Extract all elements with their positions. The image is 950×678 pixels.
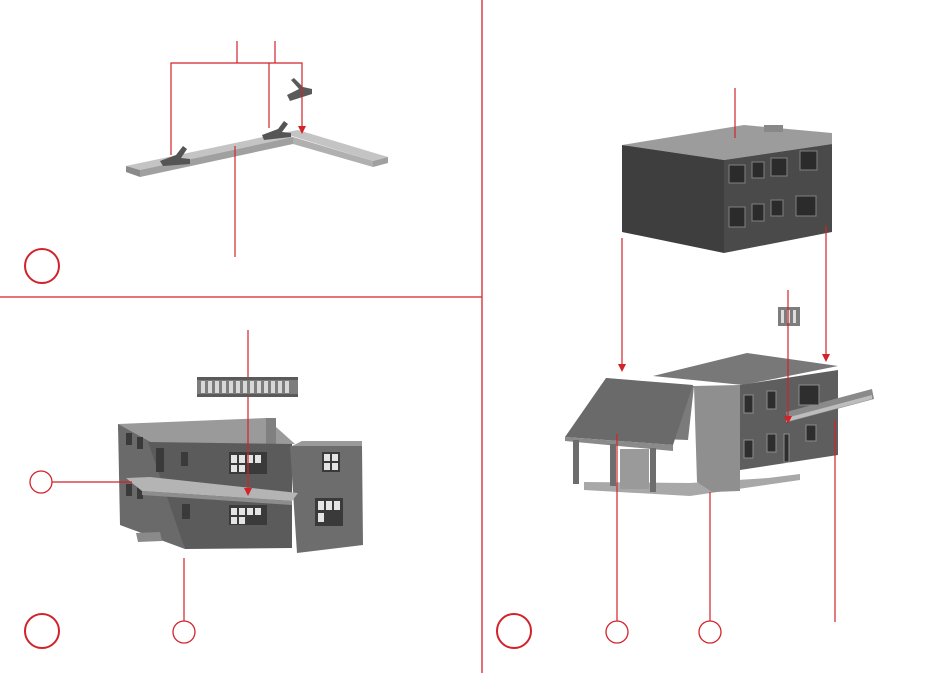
lower-storey-building xyxy=(565,353,874,496)
arrowhead xyxy=(618,364,626,372)
callout-circle xyxy=(30,471,52,493)
clip-part-center xyxy=(262,121,291,140)
callout-circle xyxy=(606,621,628,643)
base-plate-part xyxy=(126,130,388,177)
panel-top-left xyxy=(25,41,388,283)
building-model-stage-2 xyxy=(118,418,363,553)
callout-circle xyxy=(699,621,721,643)
upper-storey-part xyxy=(622,125,832,253)
arrowhead xyxy=(822,354,830,362)
railing-part xyxy=(197,377,298,397)
callout-circle xyxy=(173,621,195,643)
step-marker-panel-3 xyxy=(497,614,531,648)
panel-dividers xyxy=(0,0,482,673)
clip-part-detached xyxy=(287,78,312,101)
small-railing-part xyxy=(778,307,800,326)
step-marker-panel-1 xyxy=(25,249,59,283)
step-marker-panel-2 xyxy=(25,614,59,648)
panel-right xyxy=(497,88,874,648)
panel-bottom-left xyxy=(25,330,363,648)
